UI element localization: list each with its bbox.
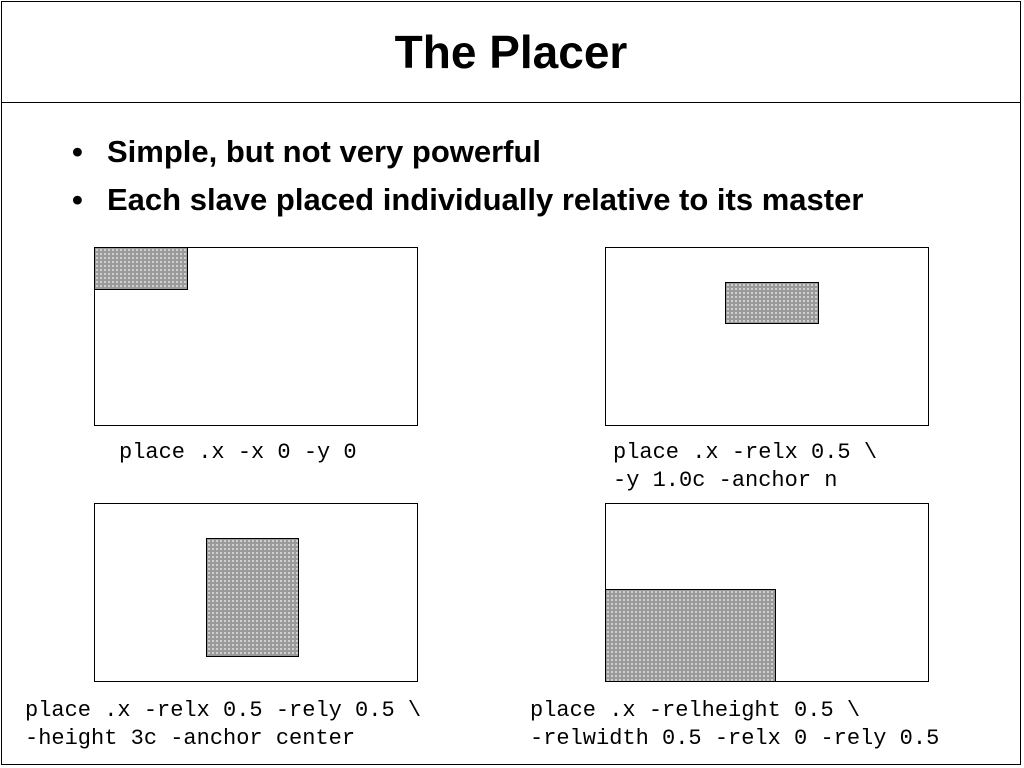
example-caption: place .x -relx 0.5 \ -y 1.0c -anchor n	[613, 439, 877, 495]
bullet-item: • Each slave placed individually relative…	[72, 176, 863, 224]
caption-line: place .x -relx 0.5 -rely 0.5 \	[25, 698, 422, 723]
master-window	[605, 503, 929, 682]
example-caption: place .x -x 0 -y 0	[119, 439, 357, 467]
bullet-glyph: •	[72, 134, 83, 169]
caption-line: -y 1.0c -anchor n	[613, 468, 838, 493]
master-window	[94, 503, 418, 682]
bullet-item: • Simple, but not very powerful	[72, 128, 863, 176]
bullet-text: Each slave placed individually relative …	[107, 182, 864, 217]
slave-window	[605, 589, 776, 682]
caption-line: place .x -x 0 -y 0	[119, 440, 357, 465]
master-window	[94, 247, 418, 426]
master-window	[605, 247, 929, 426]
caption-line: -relwidth 0.5 -relx 0 -rely 0.5	[530, 726, 940, 751]
slave-window	[725, 282, 819, 324]
slide-title: The Placer	[394, 25, 628, 78]
bullet-glyph: •	[72, 182, 83, 217]
example-caption: place .x -relx 0.5 -rely 0.5 \ -height 3…	[25, 697, 421, 753]
example-caption: place .x -relheight 0.5 \ -relwidth 0.5 …	[530, 697, 939, 753]
slave-window	[94, 247, 188, 290]
caption-line: -height 3c -anchor center	[25, 726, 356, 751]
bullet-text: Simple, but not very powerful	[107, 134, 542, 169]
caption-line: place .x -relheight 0.5 \	[530, 698, 861, 723]
title-bar: The Placer	[1, 1, 1021, 103]
caption-line: place .x -relx 0.5 \	[613, 440, 878, 465]
bullet-list: • Simple, but not very powerful • Each sla…	[72, 128, 863, 224]
slave-window	[206, 538, 299, 657]
